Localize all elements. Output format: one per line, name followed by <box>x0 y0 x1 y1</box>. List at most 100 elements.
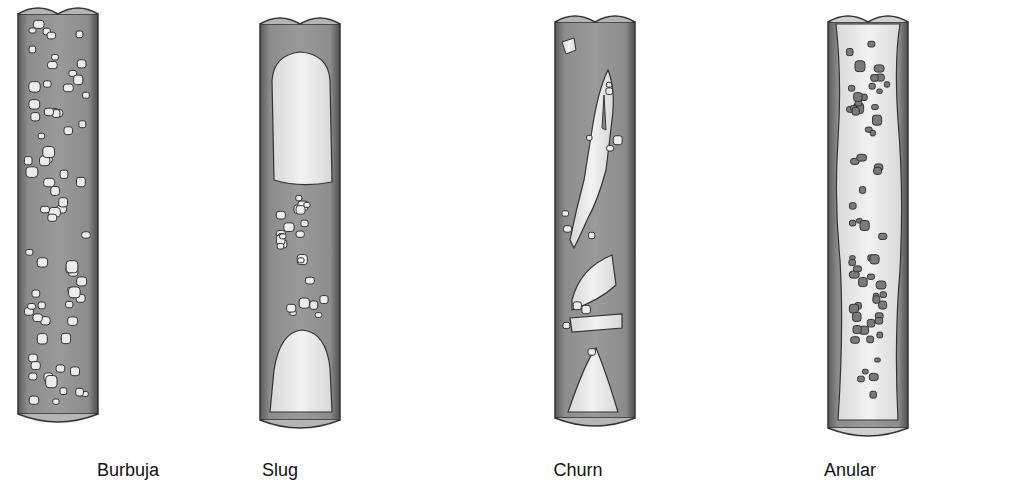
bubble <box>868 41 875 47</box>
bubble <box>298 258 304 263</box>
bubble <box>847 49 854 56</box>
regime-label: Anular <box>824 460 876 481</box>
bubble <box>867 274 874 279</box>
bubble <box>77 60 86 68</box>
regime-label: Burbuja <box>97 460 159 481</box>
bubble <box>276 211 285 219</box>
bubble <box>26 249 33 255</box>
bubble <box>606 82 611 87</box>
bubble <box>76 31 83 38</box>
bubble <box>582 305 591 313</box>
bubble <box>854 93 862 102</box>
bubble <box>563 322 570 328</box>
bubble <box>855 61 865 72</box>
bubble <box>589 232 595 238</box>
bubble <box>305 277 314 284</box>
bubble <box>296 195 302 200</box>
bubble <box>860 187 866 194</box>
bubble <box>53 110 63 117</box>
bubble <box>29 100 40 109</box>
bubble <box>851 337 860 344</box>
bubble <box>33 314 42 322</box>
bubble <box>299 298 309 308</box>
bubble <box>47 32 55 39</box>
bubble <box>29 28 36 33</box>
bubble <box>877 332 883 338</box>
bubble <box>849 260 856 266</box>
regime-label: Slug <box>262 460 298 481</box>
bubble <box>74 75 83 85</box>
bubble <box>853 266 861 272</box>
bubble <box>588 349 596 356</box>
bubble <box>280 234 286 239</box>
bubble <box>869 83 875 89</box>
bubble <box>53 399 59 404</box>
bubble <box>853 312 861 321</box>
bubble <box>46 376 57 388</box>
bubble <box>564 226 572 233</box>
bubble <box>879 233 887 239</box>
bubble <box>880 292 887 298</box>
bubble <box>24 157 32 165</box>
bubble <box>310 301 318 309</box>
bubble <box>301 220 308 227</box>
bubble <box>315 313 322 318</box>
bubble <box>562 211 569 216</box>
bubble <box>51 187 60 196</box>
bubble <box>79 121 86 128</box>
bubble <box>60 388 67 395</box>
churn-pipe <box>555 16 635 426</box>
bubble <box>607 146 614 152</box>
bubble <box>297 255 307 265</box>
bubble <box>877 89 883 93</box>
bubble <box>874 65 884 72</box>
annular-pipe <box>828 16 908 436</box>
bubble <box>872 105 879 110</box>
bubble <box>284 223 294 232</box>
bubble <box>849 304 858 313</box>
bubble <box>858 376 865 382</box>
bubble <box>66 261 78 273</box>
bubble-pipe <box>18 8 98 422</box>
bubble <box>26 167 38 178</box>
bubble <box>43 147 55 158</box>
bubble <box>77 177 86 187</box>
bubble <box>850 220 856 226</box>
bubble <box>613 136 622 145</box>
bubble <box>29 396 39 404</box>
bubble <box>853 326 861 334</box>
bubble <box>31 362 40 370</box>
slug-pipe <box>260 18 340 428</box>
bubble <box>849 203 856 209</box>
bubble <box>852 108 859 116</box>
bubble <box>870 130 875 136</box>
bubble <box>875 358 881 362</box>
bubble <box>69 287 81 298</box>
bubble <box>859 278 868 287</box>
bubble <box>849 86 855 92</box>
bubble <box>31 113 40 121</box>
bubble <box>71 367 80 376</box>
bubble <box>37 258 47 267</box>
bubble <box>875 318 883 325</box>
bubble <box>29 373 37 380</box>
bubble <box>857 154 867 161</box>
bubble <box>82 232 91 238</box>
bubble <box>38 302 45 309</box>
bubble <box>869 373 878 380</box>
bubble <box>38 133 44 138</box>
bubble <box>870 255 879 264</box>
bubble <box>41 206 50 213</box>
bubble <box>44 108 53 116</box>
bubble <box>873 296 880 303</box>
bubble <box>44 178 55 187</box>
bubble <box>860 221 869 231</box>
bubble <box>33 20 44 28</box>
bubble <box>884 82 889 87</box>
bubble <box>277 244 284 250</box>
bubble <box>874 167 882 174</box>
bubble <box>77 277 87 286</box>
bubble <box>37 334 47 344</box>
